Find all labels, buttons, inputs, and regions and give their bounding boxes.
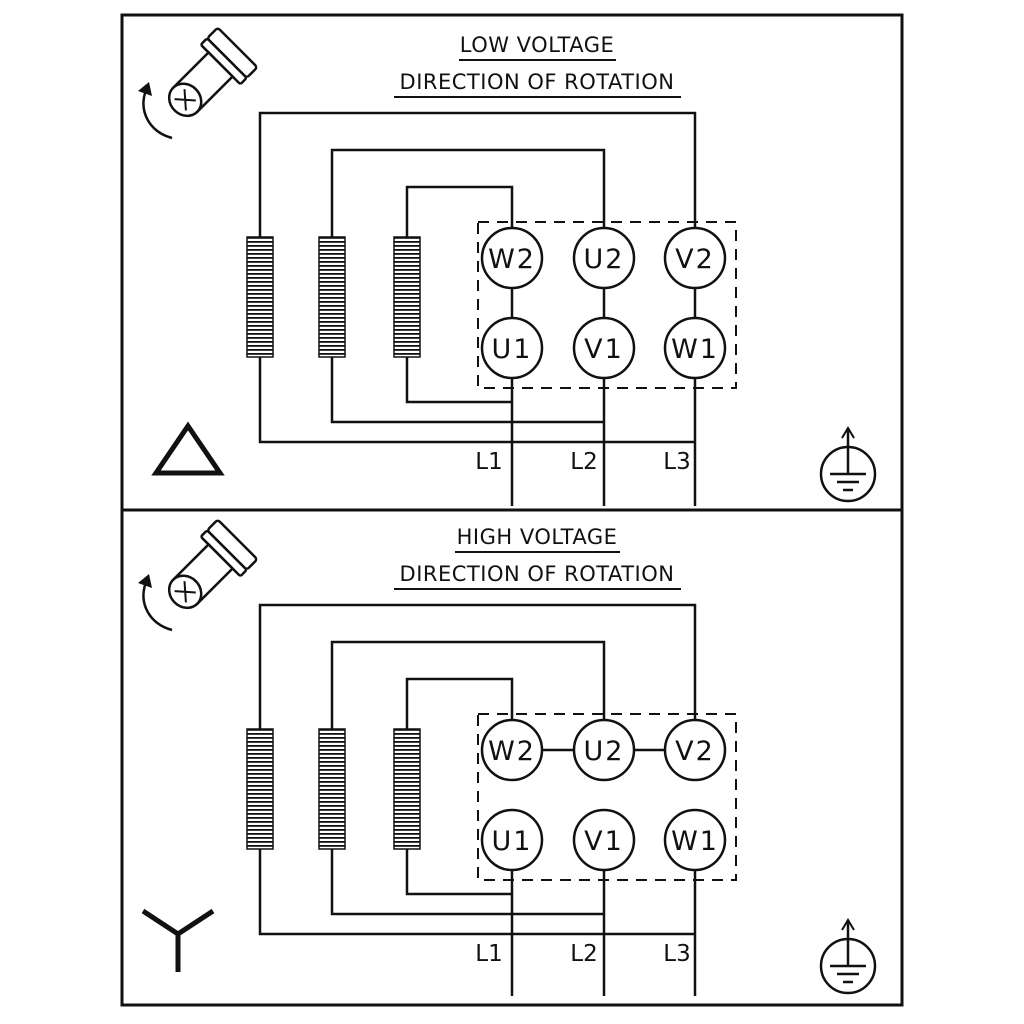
wire-coil3-to-u1 (405, 357, 512, 404)
line-label-l2: L2 (570, 449, 597, 475)
terminal-w1: W1 (663, 316, 727, 380)
terminal-u1: U1 (480, 316, 544, 380)
terminal-w2: W2 (480, 718, 544, 782)
winding-coil-1 (246, 236, 274, 358)
star-symbol-icon (141, 908, 215, 972)
ground-icon (819, 426, 877, 503)
motor-rotation-icon (136, 518, 259, 632)
terminal-w2: W2 (480, 226, 544, 290)
terminal-v1: V1 (572, 808, 636, 872)
terminal-label-w2: W2 (488, 736, 536, 767)
terminal-label-u2: U2 (584, 244, 625, 275)
wire-coil3-to-w2 (405, 185, 514, 237)
winding-coil-3 (393, 236, 421, 358)
wire-coil2-to-u2 (330, 640, 606, 729)
terminal-box-outline (477, 221, 737, 389)
delta-symbol-icon (151, 421, 225, 476)
wire-coil2-to-v1 (330, 357, 604, 424)
motor-rotation-icon (136, 26, 259, 140)
terminal-v2: V2 (663, 718, 727, 782)
terminal-label-v1: V1 (584, 826, 624, 857)
line-label-l1: L1 (475, 449, 502, 475)
terminal-v2: V2 (663, 226, 727, 290)
terminal-label-u2: U2 (584, 736, 625, 767)
wire-coil2-to-v1 (330, 849, 604, 916)
terminal-box-outline (477, 713, 737, 881)
line-label-l2: L2 (570, 941, 597, 967)
panel-low-voltage: LOW VOLTAGE DIRECTION OF ROTATION W2 U2 (136, 26, 877, 506)
terminal-u2: U2 (572, 226, 636, 290)
panel-title: LOW VOLTAGE (460, 33, 615, 57)
line-label-l3: L3 (663, 449, 690, 475)
terminal-label-w1: W1 (671, 334, 719, 365)
panel-title: HIGH VOLTAGE (457, 525, 618, 549)
terminal-label-v2: V2 (675, 244, 715, 275)
terminal-label-w2: W2 (488, 244, 536, 275)
panel-high-voltage: HIGH VOLTAGE DIRECTION OF ROTATION W2 U2 (136, 518, 877, 996)
terminal-label-v2: V2 (675, 736, 715, 767)
terminal-circle (663, 808, 727, 872)
terminal-circle (480, 808, 544, 872)
terminal-v1: V1 (572, 316, 636, 380)
wire-coil3-to-w2 (405, 677, 514, 729)
winding-coil-1 (246, 728, 274, 850)
wire-coil1-to-w1 (258, 849, 695, 936)
panel-subtitle: DIRECTION OF ROTATION (400, 70, 675, 94)
terminal-label-u1: U1 (492, 826, 533, 857)
winding-coil-2 (318, 728, 346, 850)
winding-coil-2 (318, 236, 346, 358)
terminal-u2: U2 (572, 718, 636, 782)
terminal-w1: W1 (663, 808, 727, 872)
line-label-l3: L3 (663, 941, 690, 967)
wire-coil1-to-w1 (258, 357, 695, 444)
wire-coil1-to-v2 (258, 603, 697, 729)
wire-coil3-to-u1 (405, 849, 512, 896)
terminal-u1: U1 (480, 808, 544, 872)
ground-icon (819, 918, 877, 995)
line-label-l1: L1 (475, 941, 502, 967)
winding-coil-3 (393, 728, 421, 850)
wire-coil1-to-v2 (258, 111, 697, 237)
terminal-circle (572, 808, 636, 872)
panel-subtitle: DIRECTION OF ROTATION (400, 562, 675, 586)
terminal-label-u1: U1 (492, 334, 533, 365)
wire-coil2-to-u2 (330, 148, 606, 237)
terminal-label-v1: V1 (584, 334, 624, 365)
terminal-label-w1: W1 (671, 826, 719, 857)
